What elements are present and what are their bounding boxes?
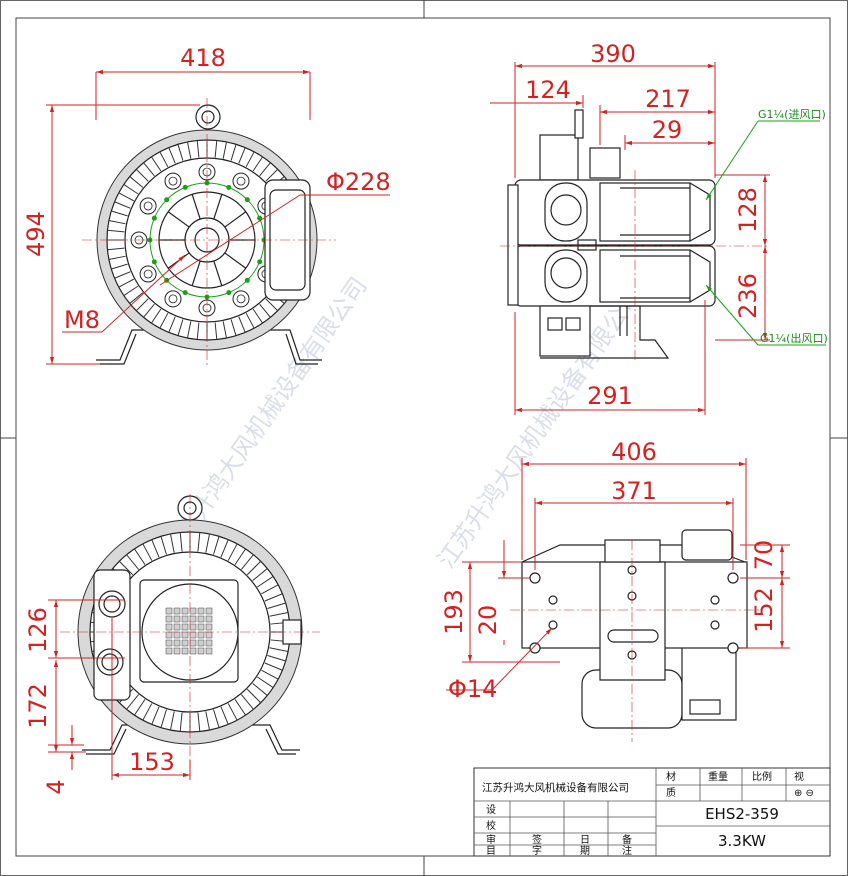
note-outlet: G1¼(出风口) bbox=[760, 331, 828, 345]
dim-flange: 29 bbox=[652, 116, 683, 144]
tb-remark-bottom: 注 bbox=[622, 844, 632, 857]
tb-scale: 比例 bbox=[752, 770, 772, 783]
tb-item: 目 bbox=[486, 846, 496, 857]
dim-r-mid: 152 bbox=[750, 587, 778, 633]
note-inlet: G1¼(进风口) bbox=[758, 108, 826, 121]
tb-check: 校 bbox=[486, 819, 496, 832]
model-number: EHS2-359 bbox=[705, 805, 779, 823]
side-base bbox=[539, 305, 591, 357]
tb-date-top: 日 bbox=[580, 835, 590, 846]
tb-view: 视 bbox=[794, 770, 804, 783]
dim-base: 291 bbox=[587, 382, 633, 410]
dim-height-b: 236 bbox=[734, 273, 762, 319]
tb-sign-bottom: 字 bbox=[532, 844, 542, 857]
tb-material-bottom: 质 bbox=[666, 787, 676, 799]
dim-offset: 124 bbox=[525, 76, 571, 104]
terminal-box bbox=[539, 134, 579, 181]
rear-view: 126 172 4 153 bbox=[24, 494, 320, 795]
dim-r-top: 70 bbox=[750, 540, 778, 571]
dim-h-total: 193 bbox=[440, 589, 468, 635]
title-block: 江苏升鸿大风机械设备有限公司 材 质 重量 比例 视 ⊕ ⊖ 设 校 审 目 签… bbox=[473, 767, 831, 857]
motor-box bbox=[681, 639, 737, 721]
side-view: 390 124 217 29 128 236 291 G1¼(进风口) G1¼(… bbox=[490, 40, 828, 415]
dim-base-holes: 371 bbox=[611, 477, 657, 505]
dim-right: 217 bbox=[645, 85, 691, 113]
tb-date-bottom: 期 bbox=[580, 845, 590, 857]
mount-hole bbox=[529, 572, 541, 584]
tb-design: 设 bbox=[486, 804, 496, 816]
tb-sign-top: 签 bbox=[532, 833, 542, 846]
dim-diameter: Φ228 bbox=[326, 168, 391, 196]
tb-material-top: 材 bbox=[666, 770, 676, 783]
dim-base-overall: 406 bbox=[611, 438, 657, 466]
dim-hole-dia: Φ14 bbox=[448, 675, 497, 703]
dim-height: 494 bbox=[22, 211, 50, 257]
tb-review: 审 bbox=[486, 833, 496, 846]
tb-remark-top: 备 bbox=[622, 833, 632, 846]
tb-view-symbol: ⊕ ⊖ bbox=[794, 788, 814, 799]
dim-w1: 153 bbox=[129, 748, 175, 776]
dim-h-small: 20 bbox=[474, 605, 502, 636]
base-view: 406 371 193 20 70 152 Φ14 bbox=[440, 438, 790, 742]
tb-weight: 重量 bbox=[708, 770, 728, 783]
dim-height-a: 128 bbox=[734, 187, 762, 233]
dim-width: 418 bbox=[180, 44, 226, 72]
dim-bolt: M8 bbox=[64, 306, 100, 334]
power-rating: 3.3KW bbox=[718, 832, 766, 850]
company-name: 江苏升鸿大风机械设备有限公司 bbox=[482, 781, 629, 794]
dim-h1: 126 bbox=[24, 607, 52, 653]
front-view: 418 494 Φ228 M8 bbox=[22, 44, 391, 368]
dim-overall: 390 bbox=[590, 40, 636, 68]
lifting-eye bbox=[195, 104, 221, 130]
dim-h3: 4 bbox=[42, 779, 70, 794]
gearbox bbox=[681, 529, 733, 561]
dim-h2: 172 bbox=[24, 683, 52, 729]
